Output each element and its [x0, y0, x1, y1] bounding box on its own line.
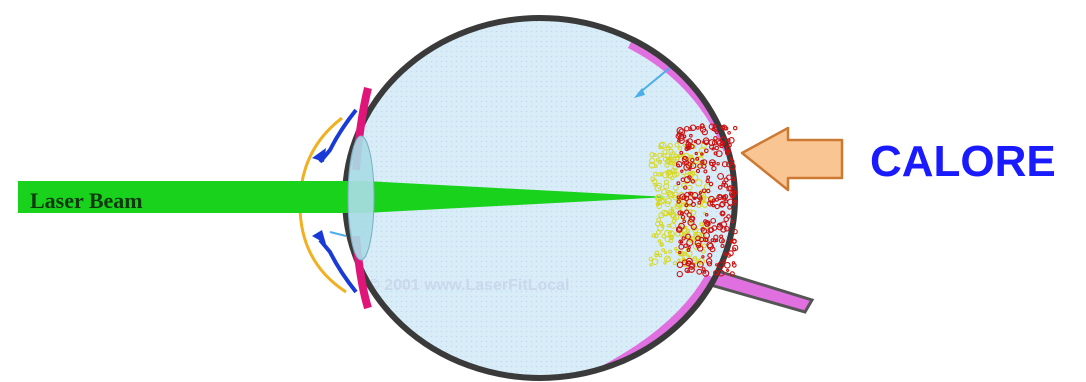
- watermark: © 2001 www.LaserFitLocal: [368, 277, 570, 294]
- laser-beam-label: Laser Beam: [30, 188, 143, 213]
- heat-label: CALORE: [870, 137, 1056, 186]
- lens: [348, 136, 374, 260]
- heat-arrow-icon: [742, 128, 842, 190]
